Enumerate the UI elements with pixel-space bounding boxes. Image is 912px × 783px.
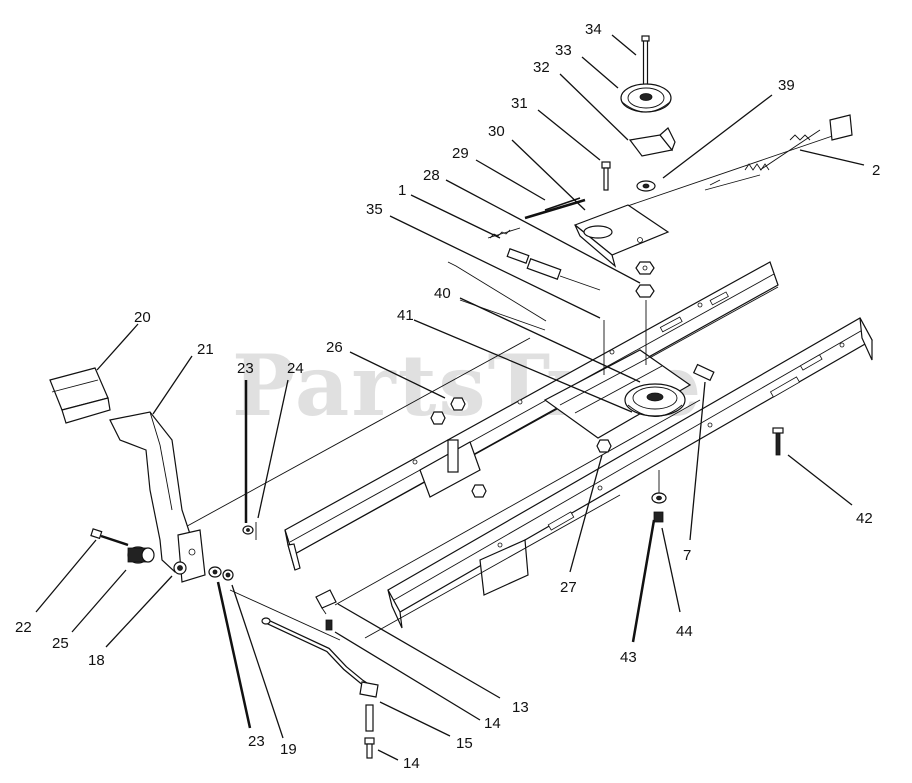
callout-27: 27: [560, 579, 577, 596]
pivot-18: [173, 561, 187, 575]
callout-13: 13: [512, 699, 529, 716]
leader-lines: [35, 34, 865, 761]
pin-15: [365, 704, 374, 732]
bracket-13: [315, 589, 337, 615]
nut-26: [430, 397, 466, 473]
callout-42: 42: [856, 510, 873, 527]
callout-29: 29: [452, 145, 469, 162]
callout-14-upper: 14: [484, 715, 501, 732]
callout-22: 22: [15, 619, 32, 636]
nut-28: [635, 261, 655, 298]
washer-24: [242, 522, 257, 540]
bushing-25: [127, 546, 155, 564]
bolt-14-upper: [325, 619, 333, 631]
nut-frame: [471, 484, 487, 498]
bolt-14-lower: [364, 737, 375, 759]
bolt-34: [641, 35, 650, 86]
callout-32: 32: [533, 59, 550, 76]
pedal-pad-20: [49, 367, 111, 424]
callout-25: 25: [52, 635, 69, 652]
callout-24: 24: [287, 360, 304, 377]
callout-15: 15: [456, 735, 473, 752]
spacer-7: [692, 363, 715, 382]
callout-40: 40: [434, 285, 451, 302]
callout-33: 33: [555, 42, 572, 59]
callout-18: 18: [88, 652, 105, 669]
callout-41: 41: [397, 307, 414, 324]
callout-28: 28: [423, 167, 440, 184]
washer-43: [651, 492, 667, 504]
pedal-arm-21: [109, 411, 206, 583]
pulley-41: [624, 383, 686, 417]
washer-23-nut-19: [208, 566, 234, 581]
callout-labels: 34 33 32 39 31 30 29 2 1 28 35 40 41 20 …: [15, 21, 880, 772]
callout-7: 7: [683, 547, 691, 564]
callout-26: 26: [326, 339, 343, 356]
idler-bracket-30: [573, 204, 670, 268]
callout-31: 31: [511, 95, 528, 112]
spring-1: [487, 227, 521, 239]
callout-1: 1: [398, 182, 406, 199]
callout-39: 39: [778, 77, 795, 94]
callout-14-lower: 14: [403, 755, 420, 772]
bolt-42: [772, 427, 784, 456]
callout-44: 44: [676, 623, 693, 640]
link-rod-15: [261, 617, 379, 698]
rod-35: [447, 248, 601, 322]
callout-23-lower: 23: [248, 733, 265, 750]
bolt-22: [90, 528, 129, 547]
callout-30: 30: [488, 123, 505, 140]
callout-19: 19: [280, 741, 297, 758]
callout-2: 2: [872, 162, 880, 179]
callout-20: 20: [134, 309, 151, 326]
bracket-32: [628, 127, 676, 157]
bolt-31: [601, 161, 656, 192]
callout-21: 21: [197, 341, 214, 358]
cable-spring-2: [704, 114, 853, 191]
callout-35: 35: [366, 201, 383, 218]
idler-pulley-33: [620, 83, 672, 113]
callout-43: 43: [620, 649, 637, 666]
nut-27: [596, 439, 612, 453]
callout-23-upper: 23: [237, 360, 254, 377]
callout-34: 34: [585, 21, 602, 38]
assembly-lines: [179, 129, 851, 641]
frame-left-rail: [284, 261, 779, 571]
nut-44: [653, 511, 664, 523]
